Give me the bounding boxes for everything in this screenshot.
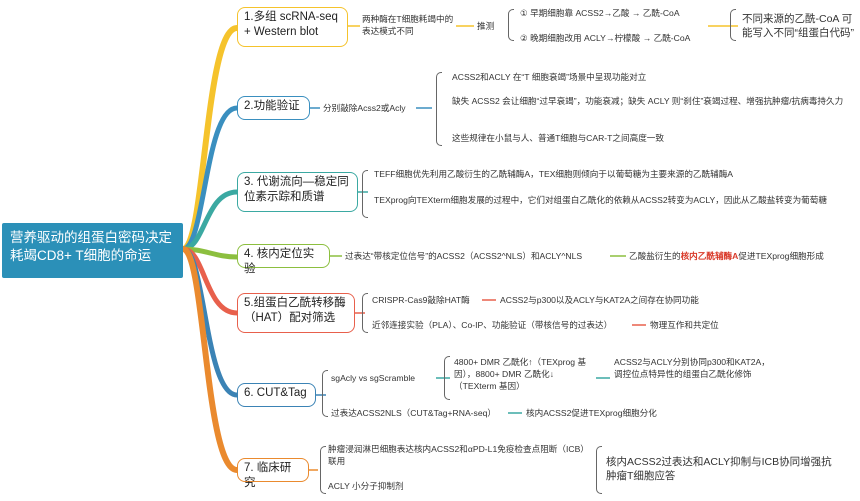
branch-1-node[interactable]: 1.多组 scRNA-seq + Western blot <box>237 7 348 47</box>
branch-6-sub-2: 过表达ACSS2NLS（CUT&Tag+RNA-seq） <box>331 408 496 418</box>
branch-4-result: 乙酸盐衍生的核内乙酰辅酶A促进TEXprog细胞形成 <box>629 251 824 261</box>
branch-6-sub-1: sgAcly vs sgScramble <box>331 373 416 383</box>
branch-2-item-2: 缺失 ACSS2 会让细胞“过早衰竭”，功能衰减；缺失 ACLY 则“刹住”衰竭… <box>452 96 844 106</box>
branch-7-result-bracket <box>596 446 602 494</box>
branch-3-node[interactable]: 3. 代谢流向—稳定同位素示踪和质谱 <box>237 172 358 212</box>
branch-6-sub-2-result: 核内ACSS2促进TEXprog细胞分化 <box>526 408 657 418</box>
branch-6-sub-1-result: ACSS2与ACLY分别协同p300和KAT2A，调控位点特异性的组蛋白乙酰化修… <box>614 357 770 379</box>
branch-6-node[interactable]: 6. CUT&Tag <box>237 383 316 407</box>
branch-4-highlight: 核内乙酰辅酶A <box>680 251 739 261</box>
branch-2-desc: 分别敲除Acss2或Acly <box>323 103 406 113</box>
branch-1-item-2: ② 晚期细胞改用 ACLY→柠檬酸 → 乙酰-CoA <box>520 33 691 43</box>
branch-5-left-1: CRISPR-Cas9敲除HAT酶 <box>372 295 470 305</box>
branch-6-bracket <box>322 370 328 417</box>
branch-4-desc: 过表达“带核定位信号”的ACSS2（ACSS2^NLS）和ACLY^NLS <box>345 251 583 261</box>
branch-2-item-1: ACSS2和ACLY 在“T 细胞衰竭”场景中呈现功能对立 <box>452 72 647 82</box>
branch-7-result: 核内ACSS2过表达和ACLY抑制与ICB协同增强抗肿瘤T细胞应答 <box>606 456 832 482</box>
branch-2-item-3: 这些规律在小鼠与人、普通T细胞与CAR-T之间高度一致 <box>452 133 664 143</box>
branch-link-7 <box>181 246 239 473</box>
branch-1-bracket <box>508 9 514 41</box>
branch-1-item-1: ① 早期细胞靠 ACSS2→乙酸 → 乙酰-CoA <box>520 8 680 18</box>
branch-6-sub-1-bracket <box>444 356 450 400</box>
branch-3-item-1: TEFF细胞优先利用乙酸衍生的乙酰辅酶A，TEX细胞则倾向于以葡萄糖为主要来源的… <box>374 169 734 179</box>
branch-link-2 <box>181 105 238 252</box>
branch-1-infer: 推测 <box>477 21 495 31</box>
branch-3-bracket <box>362 170 368 218</box>
branch-1-result-bracket <box>730 9 736 41</box>
branch-1-desc: 两种酶在T细胞耗竭中的表达模式不同 <box>362 14 454 36</box>
branch-5-left-2: 近邻连接实验（PLA）、Co-IP、功能验证（带核信号的过表达） <box>372 320 613 330</box>
branch-4-node[interactable]: 4. 核内定位实验 <box>237 244 330 275</box>
branch-3-item-2: TEXprog向TEXterm细胞发展的过程中，它们对组蛋白乙酰化的依赖从ACS… <box>374 195 827 205</box>
branch-5-bracket <box>362 293 368 333</box>
branch-7-bracket <box>320 446 326 494</box>
branch-1-result: 不同来源的乙酰-CoA 可能写入不同“组蛋白代码” <box>742 13 854 39</box>
branch-2-bracket <box>436 72 442 146</box>
root-topic[interactable]: 营养驱动的组蛋白密码决定耗竭CD8+ T细胞的命运 <box>2 223 183 278</box>
branch-7-node[interactable]: 7. 临床研究 <box>237 458 309 489</box>
branch-6-sub-1-detail: 4800+ DMR 乙酰化↑（TEXprog 基因），8800+ DMR 乙酰化… <box>454 357 587 391</box>
branch-2-node[interactable]: 2.功能验证 <box>237 96 310 120</box>
branch-7-item-2: ACLY 小分子抑制剂 <box>328 481 404 491</box>
branch-7-item-1: 肿瘤浸润淋巴细胞表达核内ACSS2和αPD-L1免疫检查点阻断（ICB）联用 <box>328 444 585 466</box>
branch-5-right-1: ACSS2与p300以及ACLY与KAT2A之间存在协同功能 <box>500 295 699 305</box>
branch-5-right-2: 物理互作和共定位 <box>650 320 719 330</box>
branch-5-node[interactable]: 5.组蛋白乙酰转移酶（HAT）配对筛选 <box>237 293 355 333</box>
